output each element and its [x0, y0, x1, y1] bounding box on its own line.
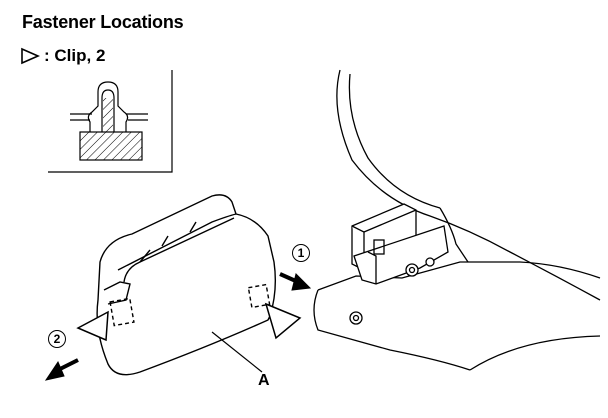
callout-part-a: A — [258, 372, 270, 389]
arrow-step-2-icon — [44, 358, 79, 381]
connector-bracket — [351, 203, 449, 285]
page-title: Fastener Locations — [22, 12, 184, 32]
clip-location-marks — [109, 283, 271, 327]
clip-detail-inset — [48, 70, 173, 173]
clip-triangle-left-icon — [76, 310, 109, 342]
arrow-step-1-icon — [279, 272, 312, 291]
vehicle-body-panel — [313, 69, 601, 371]
clip-triangles — [76, 302, 302, 342]
legend: : Clip, 2 — [20, 46, 105, 66]
legend-label: : Clip, 2 — [44, 46, 106, 65]
callout-step-2: 2 — [48, 330, 66, 348]
callout-step-1: 1 — [292, 244, 310, 262]
part-a-leader — [211, 331, 263, 373]
triangle-outline-icon — [21, 47, 40, 65]
clip-triangle-right-icon — [264, 302, 302, 340]
cover-panel-a — [96, 194, 277, 376]
